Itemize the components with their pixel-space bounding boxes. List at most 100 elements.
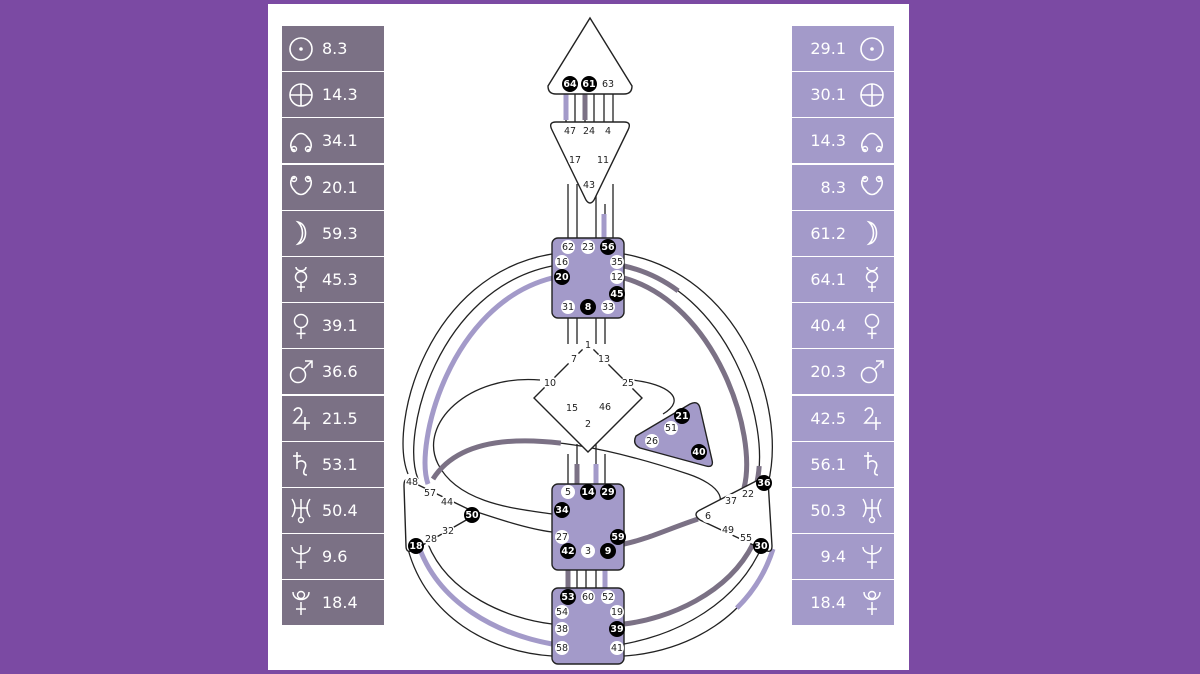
earth-icon [852,80,892,110]
planet-row: 64.1 [792,256,894,302]
gate-number: 57 [424,488,436,499]
earth-icon [282,80,320,110]
gate-47: 47 [563,124,577,138]
gate-line-value: 9.6 [322,547,348,567]
mercury-icon [282,264,320,294]
gate-13: 13 [597,352,611,366]
gate-number: 7 [571,354,577,365]
gate-56: 56 [600,239,616,255]
gate-20: 20 [554,269,570,285]
gate-number: 61 [582,79,595,90]
gate-number: 11 [597,155,609,166]
gate-51: 51 [664,421,678,435]
throat-center [551,237,625,319]
gate-number: 1 [585,340,591,351]
gate-21: 21 [674,408,690,424]
planet-row: 36.6 [282,349,384,395]
gate-number: 26 [646,436,658,447]
gate-number: 14 [581,487,595,498]
bodygraph: 6461634724417114362235616352012453183317… [402,16,776,665]
gate-34: 34 [554,502,570,518]
gate-number: 44 [441,497,453,508]
gate-number: 53 [561,592,574,603]
venus-icon [282,311,320,341]
gate-number: 59 [611,532,624,543]
gate-number: 31 [562,302,574,313]
gate-number: 45 [610,289,623,300]
gate-number: 33 [602,302,614,313]
gate-27: 27 [555,530,569,544]
planet-row: 45.3 [282,256,384,302]
planet-row: 59.3 [282,210,384,256]
north-node-icon [282,126,320,156]
gate-line-value: 45.3 [322,269,358,289]
gate-line-value: 50.3 [810,500,846,520]
sun-icon [282,34,320,64]
gate-16: 16 [555,255,569,269]
gate-number: 19 [611,607,623,618]
gate-9: 9 [600,543,616,559]
gate-number: 3 [585,546,591,557]
planet-row: 21.5 [282,395,384,441]
gate-35: 35 [610,255,624,269]
planet-row: 34.1 [282,118,384,164]
planet-row: 56.1 [792,441,894,487]
mars-icon [852,357,892,387]
gate-3: 3 [581,544,595,558]
gate-line-value: 50.4 [322,500,358,520]
gate-line-value: 20.1 [322,177,358,197]
gate-number: 4 [605,126,611,137]
gate-7: 7 [567,352,581,366]
gate-50: 50 [464,507,480,523]
gate-number: 51 [665,423,677,434]
gate-41: 41 [610,641,624,655]
gate-line-value: 30.1 [810,85,846,105]
gate-22: 22 [741,487,755,501]
gate-number: 62 [562,242,574,253]
gate-30: 30 [753,538,769,554]
planet-row: 20.3 [792,349,894,395]
planet-row: 8.3 [282,26,384,71]
gate-59: 59 [610,529,626,545]
mercury-icon [852,264,892,294]
gate-number: 29 [601,487,614,498]
gate-line-value: 39.1 [322,316,358,336]
gate-line-value: 14.3 [322,85,358,105]
gate-number: 20 [555,272,569,283]
gate-61: 61 [581,76,597,92]
gate-54: 54 [555,605,569,619]
gate-49: 49 [721,523,735,537]
gate-33: 33 [601,300,615,314]
gate-number: 27 [556,532,568,543]
planet-row: 30.1 [792,72,894,118]
gate-12: 12 [610,270,624,284]
gate-number: 55 [740,533,752,544]
gate-line-value: 9.4 [820,547,846,567]
gate-8: 8 [580,299,596,315]
sun-icon [852,34,892,64]
south-node-icon [282,172,320,202]
channel-highlights [415,94,776,659]
gate-44: 44 [440,495,454,509]
gate-line-value: 56.1 [810,454,846,474]
gate-number: 47 [564,126,576,137]
gate-line-value: 36.6 [322,362,358,382]
gate-63: 63 [601,77,615,91]
gate-line-value: 18.4 [322,593,358,613]
planet-row: 8.3 [792,164,894,210]
gate-58: 58 [555,641,569,655]
planet-row: 42.5 [792,395,894,441]
gate-number: 38 [556,624,568,635]
saturn-icon [852,449,892,479]
planet-row: 50.4 [282,487,384,533]
gate-26: 26 [645,434,659,448]
gate-number: 58 [556,643,568,654]
gate-2: 2 [581,417,595,431]
gate-25: 25 [621,376,635,390]
gate-46: 46 [598,400,612,414]
gate-42: 42 [560,543,576,559]
gate-18: 18 [408,538,424,554]
gate-line-value: 34.1 [322,131,358,151]
